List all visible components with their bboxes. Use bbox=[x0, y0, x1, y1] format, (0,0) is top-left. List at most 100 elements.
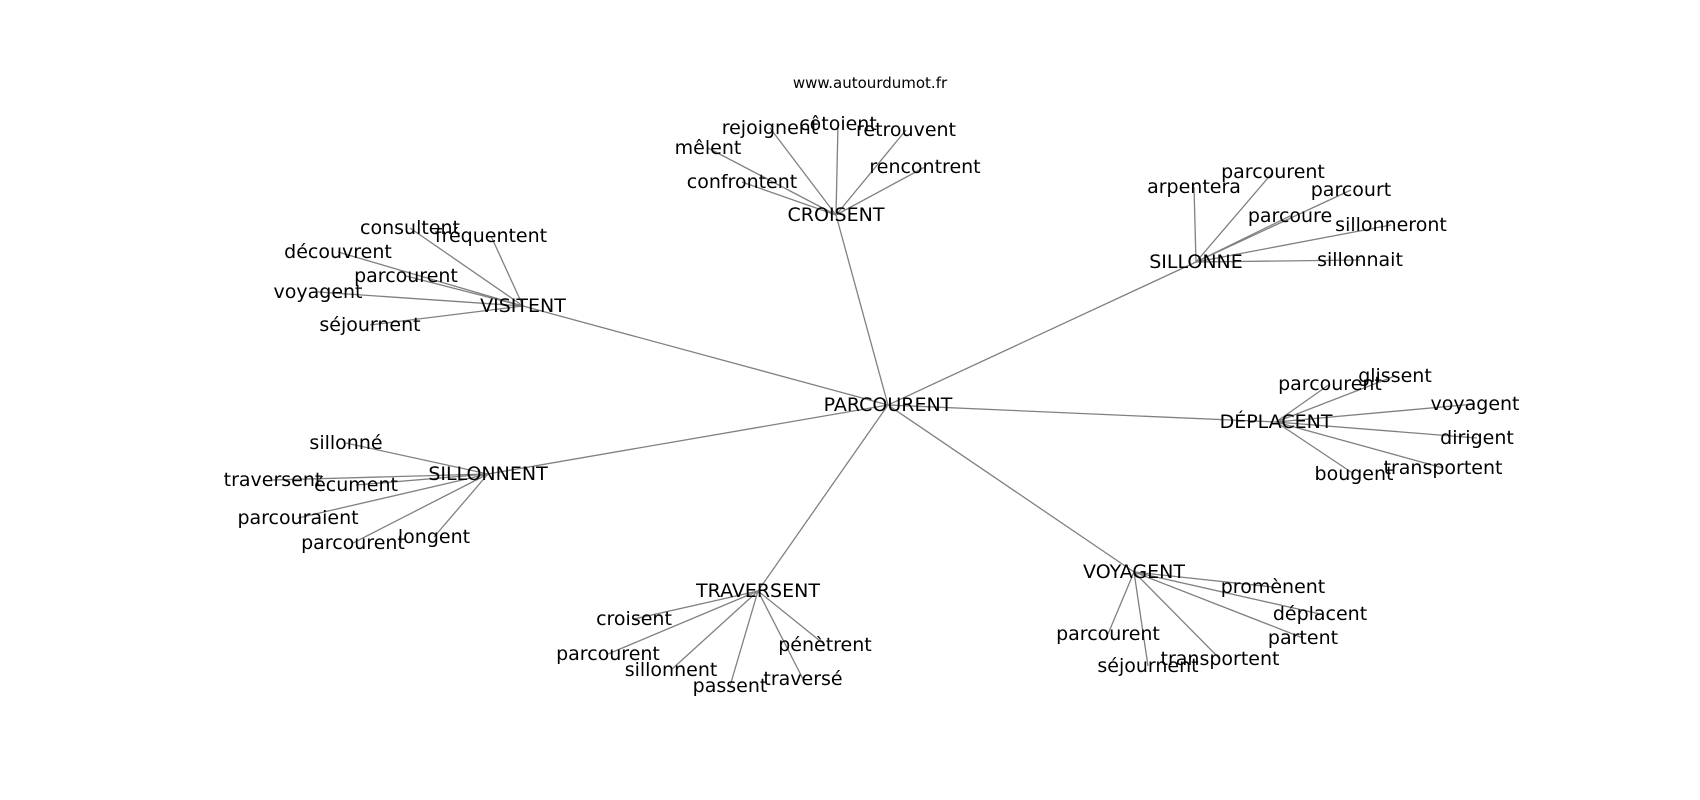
leaf-node-label: parcourent bbox=[1221, 161, 1325, 183]
leaf-node-label: parcourent bbox=[301, 532, 405, 554]
leaf-node-label: rejoignent bbox=[722, 117, 819, 139]
edge-group-to-leaf bbox=[490, 235, 524, 307]
leaf-node-label: transportent bbox=[1161, 648, 1280, 670]
leaf-node-label: dirigent bbox=[1440, 427, 1514, 449]
edge-group-to-leaf bbox=[352, 473, 489, 544]
leaf-node-label: bougent bbox=[1315, 463, 1394, 485]
edge-group-to-leaf bbox=[1275, 383, 1331, 423]
edge-center-to-group bbox=[522, 305, 889, 406]
leaf-node-label: sillonneront bbox=[1335, 214, 1447, 236]
leaf-node-label: voyagent bbox=[1431, 393, 1520, 415]
leaf-node-label: glissent bbox=[1358, 365, 1432, 387]
leaf-node-label: déplacent bbox=[1273, 603, 1367, 625]
edge-group-to-leaf bbox=[1275, 421, 1444, 469]
leaf-node-label: sillonnent bbox=[625, 659, 718, 681]
leaf-node-label: écument bbox=[314, 474, 398, 496]
leaf-node-label: retrouvent bbox=[856, 119, 956, 141]
edge-group-to-leaf bbox=[1193, 186, 1197, 263]
edge-group-to-leaf bbox=[1275, 403, 1476, 423]
leaf-node-label: transportent bbox=[1384, 457, 1503, 479]
leaf-node-label: passent bbox=[693, 675, 768, 697]
group-node-label: DÉPLACENT bbox=[1220, 410, 1333, 433]
edge-group-to-leaf bbox=[405, 275, 524, 307]
leaf-node-label: pénètrent bbox=[778, 634, 872, 656]
leaf-node-label: séjournent bbox=[319, 314, 420, 336]
edge-center-to-group bbox=[757, 404, 889, 592]
leaf-node-label: parcourt bbox=[1311, 179, 1391, 201]
leaf-node-label: parcourent bbox=[1056, 623, 1160, 645]
edge-group-to-leaf bbox=[835, 123, 839, 216]
leaf-node-label: parcourent bbox=[556, 643, 660, 665]
edge-group-to-leaf bbox=[1195, 259, 1361, 263]
edge-group-to-leaf bbox=[1133, 571, 1321, 615]
leaf-node-label: confrontent bbox=[687, 171, 798, 193]
edge-group-to-leaf bbox=[769, 127, 837, 216]
edge-group-to-leaf bbox=[1133, 571, 1149, 667]
leaf-node-label: sillonné bbox=[309, 432, 382, 454]
edge-group-to-leaf bbox=[1195, 171, 1274, 263]
group-node-label: CROISENT bbox=[788, 204, 885, 226]
edge-group-to-leaf bbox=[835, 166, 926, 216]
leaf-node-label: longent bbox=[398, 526, 470, 548]
edge-group-to-leaf bbox=[607, 590, 759, 655]
edge-group-to-leaf bbox=[1133, 571, 1274, 588]
leaf-node-label: côtoient bbox=[799, 113, 877, 135]
leaf-node-label: traversent bbox=[224, 469, 323, 491]
leaf-node-label: découvrent bbox=[284, 241, 392, 263]
leaf-node-label: partent bbox=[1268, 627, 1338, 649]
edge-group-to-leaf bbox=[272, 473, 489, 481]
edge-group-to-leaf bbox=[670, 590, 759, 671]
edge-group-to-leaf bbox=[1275, 421, 1355, 475]
graph-edges bbox=[272, 123, 1478, 687]
group-node-label: SILLONNE bbox=[1149, 251, 1243, 273]
leaf-node-label: traversé bbox=[763, 668, 842, 690]
edge-group-to-leaf bbox=[369, 305, 524, 326]
leaf-node-label: sillonnait bbox=[1317, 249, 1403, 271]
edge-center-to-group bbox=[887, 261, 1197, 406]
edge-group-to-leaf bbox=[317, 291, 524, 307]
edge-group-to-leaf bbox=[633, 590, 759, 620]
edge-group-to-leaf bbox=[409, 227, 524, 307]
leaf-node-label: fréquentent bbox=[435, 225, 547, 247]
edge-group-to-leaf bbox=[835, 129, 907, 216]
edge-center-to-group bbox=[487, 404, 889, 475]
leaf-node-label: consultent bbox=[360, 217, 460, 239]
edge-group-to-leaf bbox=[337, 251, 524, 307]
leaf-node-label: séjournent bbox=[1097, 655, 1198, 677]
edge-group-to-leaf bbox=[1195, 215, 1291, 263]
edge-group-to-leaf bbox=[1133, 571, 1304, 639]
group-node-label: TRAVERSENT bbox=[695, 580, 820, 602]
edge-group-to-leaf bbox=[433, 473, 489, 538]
edge-group-to-leaf bbox=[707, 147, 837, 216]
edge-group-to-leaf bbox=[741, 181, 837, 216]
group-node-label: VISITENT bbox=[480, 295, 566, 317]
group-node-label: SILLONNENT bbox=[428, 463, 548, 485]
edge-center-to-group bbox=[887, 404, 1277, 423]
leaf-node-label: rencontrent bbox=[869, 156, 980, 178]
edge-center-to-group bbox=[835, 214, 889, 406]
leaf-node-label: parcourent bbox=[1278, 373, 1382, 395]
edge-group-to-leaf bbox=[297, 473, 489, 519]
leaf-node-label: croisent bbox=[596, 608, 672, 630]
edge-group-to-leaf bbox=[757, 590, 804, 680]
leaf-node-label: voyagent bbox=[274, 281, 363, 303]
edge-group-to-leaf bbox=[729, 590, 759, 687]
edge-center-to-group bbox=[887, 404, 1135, 573]
edge-group-to-leaf bbox=[1275, 375, 1396, 423]
edge-group-to-leaf bbox=[1107, 571, 1135, 635]
source-label: www.autourdumot.fr bbox=[793, 74, 948, 92]
leaf-node-label: parcoure bbox=[1248, 205, 1332, 227]
leaf-node-label: parcouraient bbox=[237, 507, 358, 529]
leaf-node-label: arpentera bbox=[1147, 176, 1241, 198]
group-node-label: VOYAGENT bbox=[1083, 561, 1185, 583]
edge-group-to-leaf bbox=[1133, 571, 1221, 660]
edge-group-to-leaf bbox=[355, 473, 489, 486]
leaf-node-label: promènent bbox=[1221, 576, 1326, 598]
center-node-label: PARCOURENT bbox=[824, 394, 953, 416]
edge-group-to-leaf bbox=[345, 442, 489, 475]
edge-group-to-leaf bbox=[757, 590, 826, 646]
edge-group-to-leaf bbox=[1195, 224, 1392, 263]
leaf-node-label: parcourent bbox=[354, 265, 458, 287]
